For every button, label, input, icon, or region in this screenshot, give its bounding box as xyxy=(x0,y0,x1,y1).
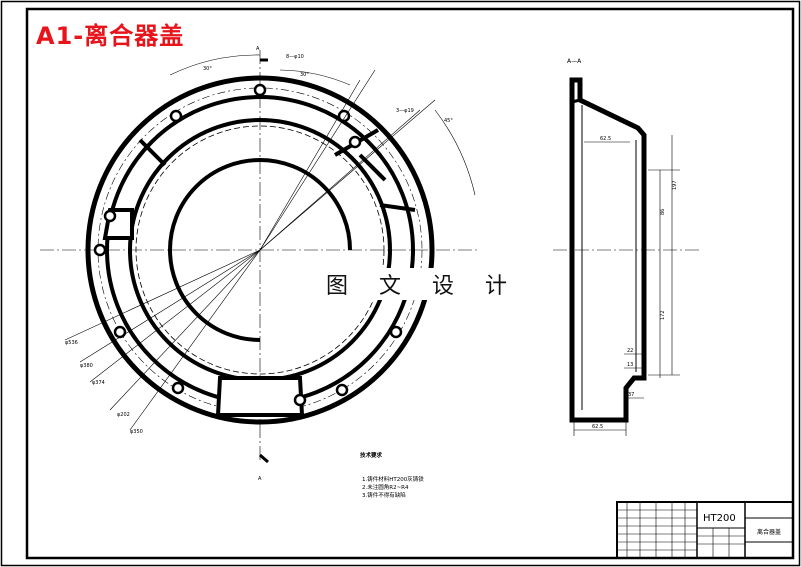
tech-item: 3.铸件不得有缺陷 xyxy=(362,491,406,499)
view-marker-top: A xyxy=(256,46,260,52)
angle-label: 30° xyxy=(203,66,212,72)
dia-label: φ380 xyxy=(80,363,93,369)
plan-view xyxy=(40,50,480,464)
section-dim: 172 xyxy=(660,310,666,320)
title-block xyxy=(616,501,794,559)
section-dim: 197 xyxy=(672,180,678,190)
hole-note: 3—φ19 xyxy=(396,108,414,114)
angle-label: 30° xyxy=(300,72,309,78)
section-dim: 13 xyxy=(627,362,633,368)
dia-label: φ202 xyxy=(117,412,130,418)
watermark-text: 图 文 设 计 xyxy=(322,268,523,300)
plan-dim-labels: φ536 φ380 φ374 φ202 φ350 30° 30° 45° 8—φ… xyxy=(65,46,453,482)
dia-label: φ536 xyxy=(65,340,78,346)
section-dim: 62.5 xyxy=(592,424,603,430)
section-view: A—A 62.5 197 86 172 22 13 xyxy=(553,58,700,436)
section-dim: 37 xyxy=(628,392,634,398)
tech-requirements: 技术要求 1.铸件材料HT200灰铸铁 2.未注圆角R2~R4 3.铸件不得有缺… xyxy=(360,451,424,499)
angle-label: 45° xyxy=(444,118,453,124)
section-dim: 62.5 xyxy=(600,136,611,142)
tech-item: 1.铸件材料HT200灰铸铁 xyxy=(362,475,424,483)
section-dim: 22 xyxy=(627,348,633,354)
dia-label: φ374 xyxy=(92,380,105,386)
view-marker-bottom: A xyxy=(258,476,262,482)
tech-heading: 技术要求 xyxy=(360,451,383,459)
dia-label: φ350 xyxy=(130,429,143,435)
section-dim: 86 xyxy=(660,209,666,215)
drawing-frame xyxy=(25,7,795,560)
drawing-title: A1-离合器盖 xyxy=(36,22,185,50)
hole-note: 8—φ10 xyxy=(286,54,304,60)
tech-item: 2.未注圆角R2~R4 xyxy=(362,483,409,491)
material-label: HT200 xyxy=(703,513,736,524)
part-name-label: 离合器盖 xyxy=(757,528,781,536)
section-label: A—A xyxy=(567,58,582,65)
